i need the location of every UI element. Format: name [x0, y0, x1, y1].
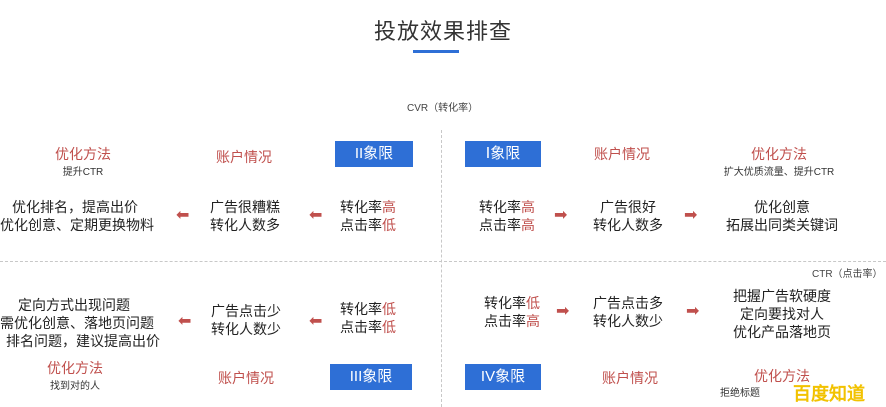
- q3-quadrant-badge: III象限: [330, 364, 412, 390]
- q3-rate2-level: 低: [382, 319, 396, 335]
- arrow-right-icon: ➡: [686, 303, 700, 320]
- q3-account-line: 广告点击少: [211, 303, 281, 319]
- q2-rate2-prefix: 点击率: [340, 217, 382, 233]
- q1-method-desc: 优化创意 拓展出同类关键词: [712, 198, 852, 234]
- q2-rate1-level: 高: [382, 199, 396, 215]
- q3-account-desc: 广告点击少 转化人数少: [200, 302, 292, 338]
- q4-rate-2: 点击率高: [472, 312, 552, 330]
- q1-rate-2: 点击率高: [467, 216, 547, 234]
- q4-account-line: 广告点击多: [593, 295, 663, 311]
- q3-method-sub: 找到对的人: [50, 381, 100, 392]
- q4-method-line: 优化产品落地页: [733, 324, 831, 340]
- q3-rate-1: 转化率低: [328, 300, 408, 318]
- arrow-left-icon: ⬅: [309, 313, 323, 330]
- q1-account-line: 广告很好: [600, 199, 656, 215]
- q2-account-title: 账户情况: [216, 149, 272, 165]
- q4-account-title: 账户情况: [602, 370, 658, 386]
- q1-rate1-level: 高: [521, 199, 535, 215]
- q3-method-desc: 定向方式出现问题 需优化创意、落地页问题 排名问题，建议提高出价: [0, 296, 176, 350]
- q2-rate1-prefix: 转化率: [340, 199, 382, 215]
- q3-method-line: 排名问题，建议提高出价: [6, 333, 160, 349]
- q2-rates: 转化率高 点击率低: [328, 198, 408, 234]
- q1-rates: 转化率高 点击率高: [467, 198, 547, 234]
- arrow-left-icon: ⬅: [309, 207, 323, 224]
- y-axis-label: CVR（转化率）: [407, 103, 479, 114]
- q1-account-title: 账户情况: [594, 146, 650, 162]
- q3-rate1-level: 低: [382, 301, 396, 317]
- q2-rate-2: 点击率低: [328, 216, 408, 234]
- q4-method-title: 优化方法: [754, 368, 810, 384]
- q4-rate2-level: 高: [526, 313, 540, 329]
- q3-account-title: 账户情况: [218, 370, 274, 386]
- q4-method-desc: 把握广告软硬度 定向要找对人 优化产品落地页: [712, 287, 852, 341]
- q3-rate1-prefix: 转化率: [340, 301, 382, 317]
- q4-method-line: 把握广告软硬度: [733, 288, 831, 304]
- q2-method-title: 优化方法: [55, 146, 111, 162]
- diagram-title: 投放效果排查: [373, 19, 512, 44]
- q1-method-title: 优化方法: [751, 146, 807, 162]
- q1-rate2-level: 高: [521, 217, 535, 233]
- q1-method-sub: 扩大优质流量、提升CTR: [723, 167, 835, 178]
- arrow-left-icon: ⬅: [176, 207, 190, 224]
- q4-account-line: 转化人数少: [593, 313, 663, 329]
- q2-quadrant-badge: II象限: [335, 141, 413, 167]
- x-axis: [0, 261, 886, 262]
- q1-rate1-prefix: 转化率: [479, 199, 521, 215]
- watermark-logo: 百度知道: [793, 384, 865, 404]
- title-underline: [413, 50, 459, 53]
- q4-rate-1: 转化率低: [472, 294, 552, 312]
- q3-rate-2: 点击率低: [328, 318, 408, 336]
- q1-rate2-prefix: 点击率: [479, 217, 521, 233]
- q3-method-title: 优化方法: [47, 360, 103, 376]
- q4-method-line: 定向要找对人: [740, 306, 824, 322]
- q1-account-desc: 广告很好 转化人数多: [580, 198, 676, 234]
- q4-rate1-prefix: 转化率: [484, 295, 526, 311]
- q3-account-line: 转化人数少: [211, 321, 281, 337]
- q2-account-desc: 广告很糟糕 转化人数多: [200, 198, 290, 234]
- q3-rate2-prefix: 点击率: [340, 319, 382, 335]
- q2-account-line: 转化人数多: [210, 217, 280, 233]
- q3-method-line: 定向方式出现问题: [18, 297, 130, 313]
- q3-method-line: 需优化创意、落地页问题: [0, 315, 154, 331]
- q4-method-sub: 拒绝标题: [720, 388, 760, 399]
- q2-method-line: 优化排名，提高出价: [12, 199, 138, 215]
- q4-quadrant-badge: IV象限: [465, 364, 541, 390]
- q3-rates: 转化率低 点击率低: [328, 300, 408, 336]
- arrow-right-icon: ➡: [684, 207, 698, 224]
- q2-rate2-level: 低: [382, 217, 396, 233]
- q2-rate-1: 转化率高: [328, 198, 408, 216]
- q1-account-line: 转化人数多: [593, 217, 663, 233]
- q1-method-line: 优化创意: [754, 199, 810, 215]
- x-axis-label: CTR（点击率）: [812, 269, 883, 280]
- q2-method-line: 优化创意、定期更换物料: [0, 217, 154, 233]
- q1-quadrant-badge: Ⅰ象限: [465, 141, 541, 167]
- q1-rate-1: 转化率高: [467, 198, 547, 216]
- arrow-left-icon: ⬅: [178, 313, 192, 330]
- q4-rates: 转化率低 点击率高: [472, 294, 552, 330]
- q4-account-desc: 广告点击多 转化人数少: [580, 294, 676, 330]
- q2-method-desc: 优化排名，提高出价 优化创意、定期更换物料: [0, 198, 166, 234]
- arrow-right-icon: ➡: [554, 207, 568, 224]
- q4-rate1-level: 低: [526, 295, 540, 311]
- arrow-right-icon: ➡: [556, 303, 570, 320]
- q2-account-line: 广告很糟糕: [210, 199, 280, 215]
- q4-rate2-prefix: 点击率: [484, 313, 526, 329]
- q2-method-sub: 提升CTR: [62, 167, 104, 178]
- q1-method-line: 拓展出同类关键词: [726, 217, 838, 233]
- y-axis: [441, 130, 442, 407]
